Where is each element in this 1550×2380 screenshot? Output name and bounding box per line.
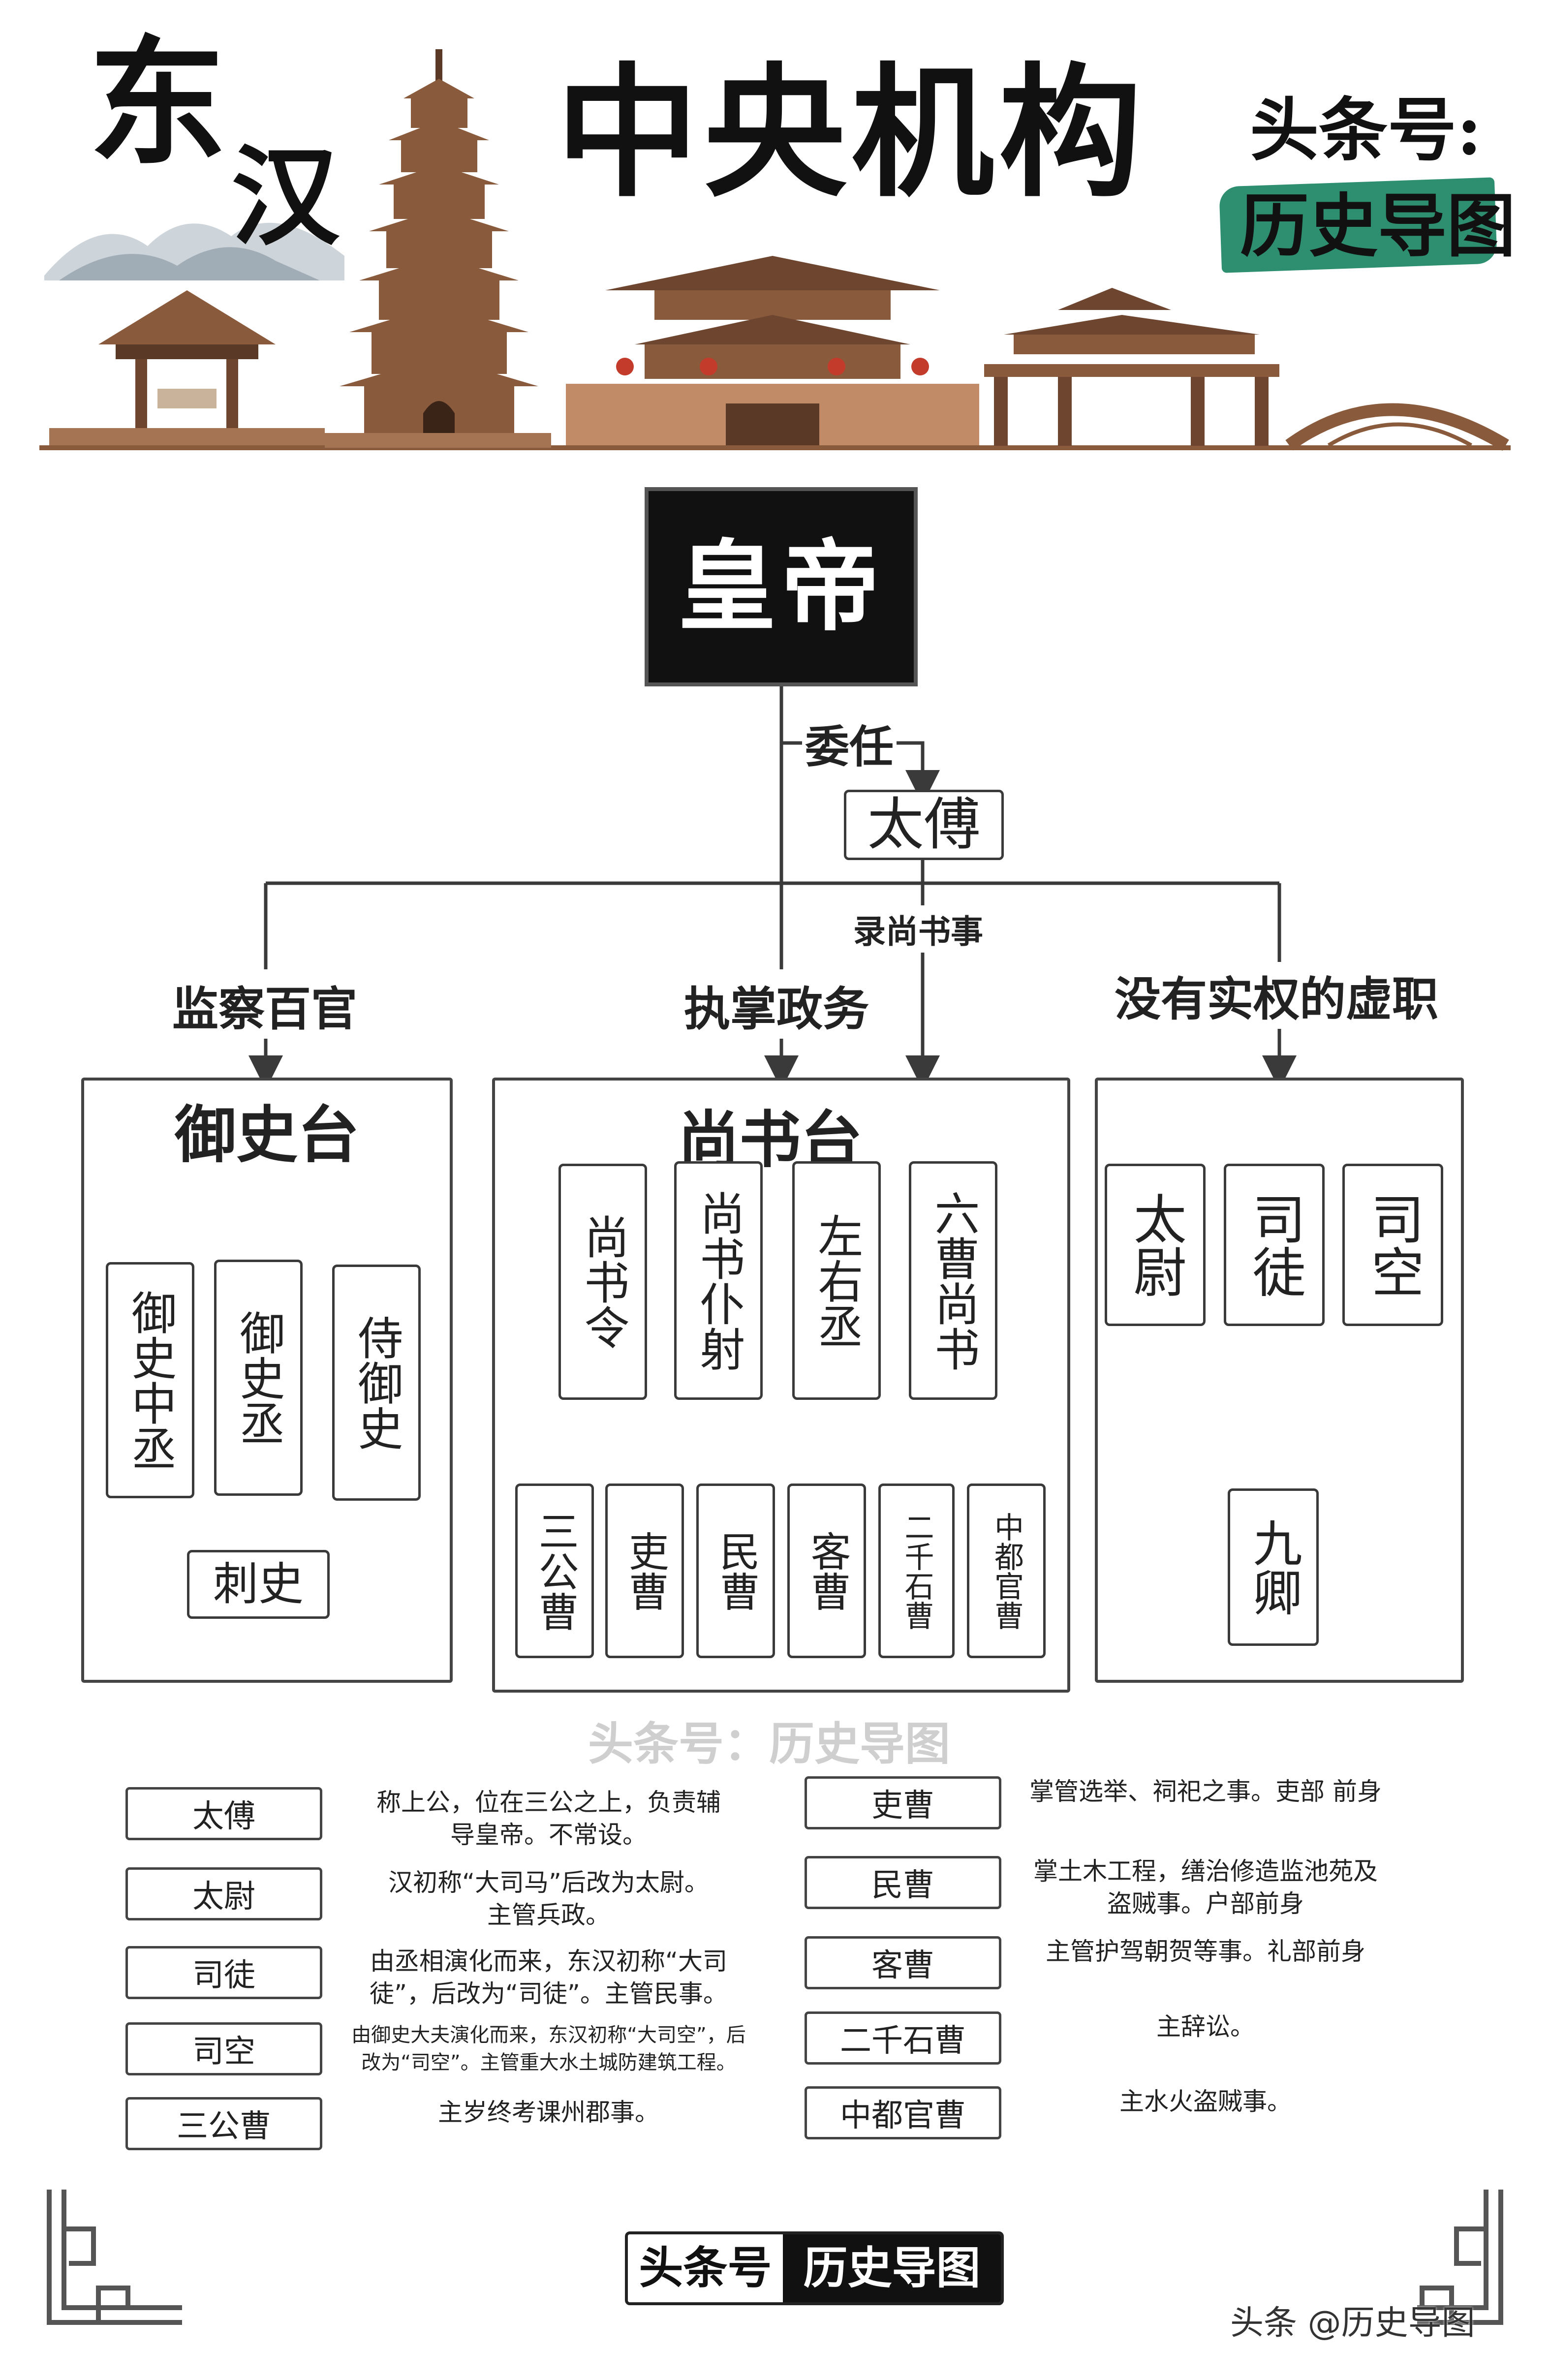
cao-sangong: 三公曹 bbox=[515, 1484, 594, 1658]
jiuqing-node: 九卿 bbox=[1228, 1488, 1319, 1646]
palace-icon bbox=[566, 256, 979, 445]
legend-term: 中都官曹 bbox=[805, 2086, 1001, 2139]
shangshu-puye: 尚书仆射 bbox=[674, 1161, 763, 1400]
footer-watermark: 头条 @历史导图 bbox=[1230, 2304, 1475, 2343]
edge-appoint: 委任 bbox=[802, 711, 897, 775]
cao-ke: 客曹 bbox=[787, 1484, 866, 1658]
legend-term: 太傅 bbox=[125, 1787, 322, 1840]
legend-description: 掌土木工程，缮治修造监池苑及 盗贼事。户部前身 bbox=[1033, 1857, 1378, 1918]
pagoda-icon bbox=[325, 49, 551, 448]
footer-badge-left: 头条号 bbox=[628, 2234, 783, 2302]
edge-govern: 执掌政务 bbox=[684, 972, 869, 1039]
badge-top: 头条号: bbox=[1250, 90, 1482, 171]
legend-term: 司徒 bbox=[125, 1946, 322, 1999]
situ-node: 司徒 bbox=[1224, 1164, 1325, 1326]
edge-nominal: 没有实权的虚职 bbox=[1115, 962, 1439, 1029]
yushitai-title: 御史台 bbox=[175, 1100, 359, 1171]
legend-description: 称上公，位在三公之上，负责辅 导皇帝。不常设。 bbox=[376, 1788, 721, 1849]
header-banner: 东 汉 中央机构 头条号: 历史导图 bbox=[0, 0, 1550, 463]
legend-description: 由丞相演化而来，东汉初称“大司 徒”，后改为“司徒”。主管民事。 bbox=[370, 1947, 728, 2008]
legend-description: 主岁终考课州郡事。 bbox=[438, 2098, 659, 2127]
taiwei-node: 太尉 bbox=[1105, 1164, 1206, 1326]
legend-description: 主管护驾朝贺等事。礼部前身 bbox=[1046, 1937, 1365, 1966]
pavilion-icon bbox=[49, 290, 325, 445]
title-dong: 东 bbox=[89, 22, 226, 184]
yushi-cheng: 御史丞 bbox=[214, 1260, 303, 1496]
watermark-mid: 头条号：历史导图 bbox=[588, 1718, 951, 1770]
legend-term: 司空 bbox=[125, 2022, 322, 2075]
edge-lu-shangshu: 录尚书事 bbox=[851, 905, 985, 953]
taifu-label: 太傅 bbox=[867, 792, 981, 858]
badge-bottom: 历史导图 bbox=[1240, 186, 1516, 267]
cishi-node: 刺史 bbox=[187, 1550, 330, 1619]
title-han: 汉 bbox=[231, 133, 340, 260]
legend-term: 客曹 bbox=[805, 1936, 1001, 1989]
legend-term: 三公曹 bbox=[125, 2097, 322, 2150]
cao-zhongduguan: 中都官曹 bbox=[967, 1484, 1046, 1658]
legend-term: 太尉 bbox=[125, 1867, 322, 1920]
emperor-node: 皇帝 bbox=[645, 487, 918, 686]
legend-description: 主水火盗贼事。 bbox=[1119, 2087, 1292, 2116]
legend-description: 主辞讼。 bbox=[1156, 2012, 1255, 2041]
shi-yushi: 侍御史 bbox=[332, 1265, 421, 1501]
architecture-illustration bbox=[39, 49, 1511, 451]
cao-min: 民曹 bbox=[696, 1484, 775, 1658]
taifu-node: 太傅 bbox=[844, 790, 1004, 860]
page-title: 中央机构 bbox=[556, 49, 1147, 216]
zuoyou-cheng: 左右丞 bbox=[792, 1161, 881, 1400]
edge-supervise: 监察百官 bbox=[172, 972, 358, 1039]
yushi-zhongcheng: 御史中丞 bbox=[106, 1262, 194, 1498]
shangshu-ling: 尚书令 bbox=[558, 1164, 647, 1400]
emperor-label: 皇帝 bbox=[678, 528, 885, 645]
footer-badge-right: 历史导图 bbox=[783, 2234, 1001, 2302]
legend-term: 民曹 bbox=[805, 1856, 1001, 1909]
cao-erqianshi: 二千石曹 bbox=[878, 1484, 955, 1658]
liucao-shangshu: 六曹尚书 bbox=[909, 1161, 997, 1400]
legend-description: 由御史大夫演化而来，东汉初称“大司空”，后 改为“司空”。主管重大水土城防建筑工… bbox=[351, 2024, 746, 2074]
legend-term: 吏曹 bbox=[805, 1776, 1001, 1829]
legend-description: 掌管选举、祠祀之事。吏部 前身 bbox=[1029, 1777, 1382, 1806]
bridge-icon bbox=[1285, 403, 1509, 451]
footer-badge: 头条号 历史导图 bbox=[625, 2231, 1004, 2305]
sikong-node: 司空 bbox=[1342, 1164, 1443, 1326]
cao-li: 吏曹 bbox=[605, 1484, 684, 1658]
legend-description: 汉初称“大司马”后改为太尉。 主管兵政。 bbox=[388, 1868, 709, 1929]
legend-term: 二千石曹 bbox=[805, 2011, 1001, 2065]
archway-icon bbox=[984, 288, 1279, 446]
